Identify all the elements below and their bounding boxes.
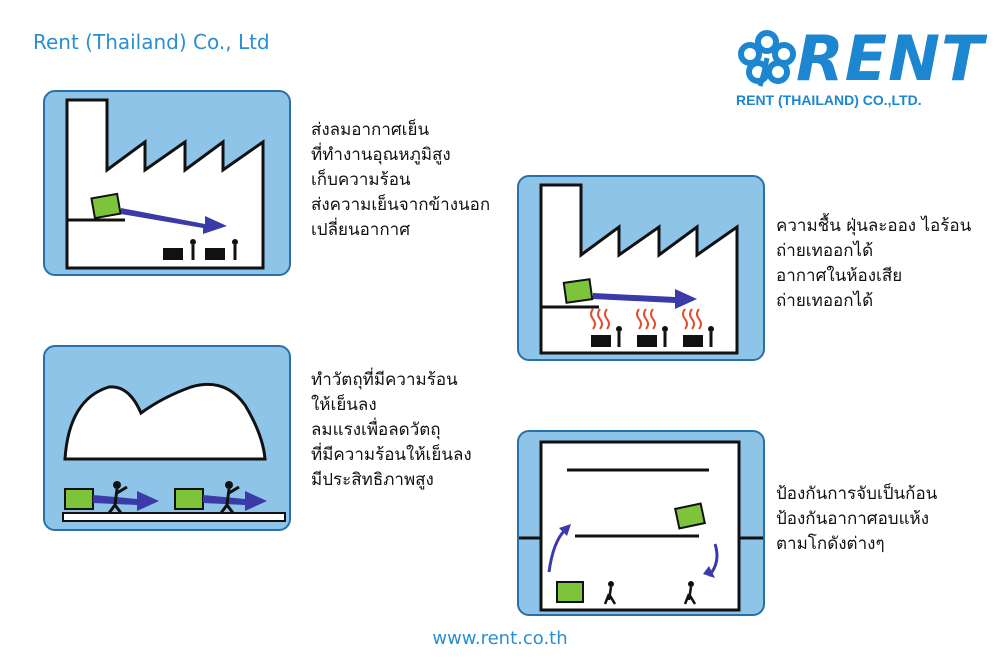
panel-warehouse-text: ป้องกันการจับเป็นก้อน ป้องกันอากาศอบแห้ง… xyxy=(776,484,938,554)
panel-factory-cooling-text: ส่งลมอากาศเย็น ที่ทำงานอุณหภูมิสูง เก็บค… xyxy=(311,120,491,240)
company-logo: RENT RENT (THAILAND) CO.,LTD. xyxy=(736,22,983,112)
logo-subtitle: RENT (THAILAND) CO.,LTD. xyxy=(736,92,922,108)
panel-object-cooling xyxy=(43,345,291,531)
panel-factory-ventilation xyxy=(517,175,765,361)
warehouse-circulation-illustration xyxy=(519,440,763,612)
panel-factory-cooling xyxy=(43,90,291,276)
panel-object-cooling-text: ทำวัตถุที่มีความร้อน ให้เย็นลง ลมแรงเพื่… xyxy=(311,370,472,490)
factory-cooling-illustration xyxy=(65,98,265,270)
panel-factory-ventilation-text: ความชื้น ฝุ่นละออง ไอร้อน ถ่ายเทออกได้ อ… xyxy=(776,216,972,311)
object-cooling-illustration xyxy=(62,382,286,522)
factory-ventilation-illustration xyxy=(539,183,739,355)
company-title: Rent (Thailand) Co., Ltd xyxy=(33,30,270,54)
panel-warehouse xyxy=(517,430,765,616)
logo-wordmark: RENT xyxy=(796,22,985,95)
website-link[interactable]: www.rent.co.th xyxy=(432,628,568,649)
flower-logo-icon xyxy=(738,30,796,87)
